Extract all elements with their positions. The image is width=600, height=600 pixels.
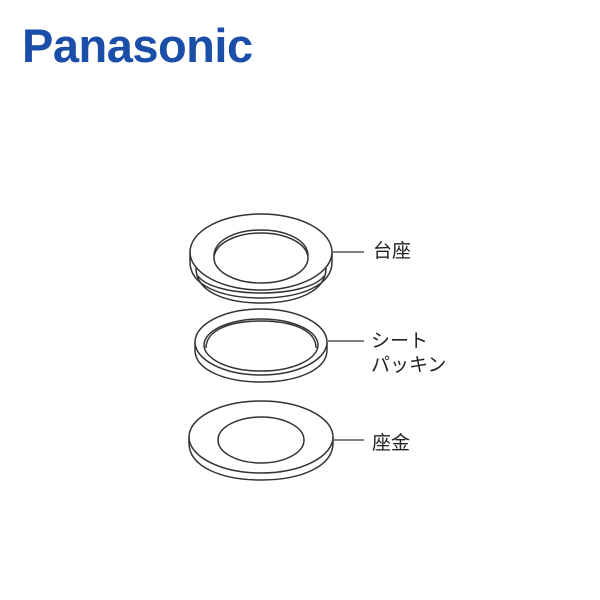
seat-packing-label-line-2: パッキン bbox=[371, 353, 447, 376]
base-label: 台座 bbox=[373, 240, 412, 262]
washer-label: 座金 bbox=[372, 432, 411, 454]
seat-packing-label-line-1: シート bbox=[371, 330, 429, 352]
panasonic-logo: Panasonic bbox=[22, 19, 253, 72]
seat-packing-ring bbox=[194, 308, 328, 383]
washer-ring bbox=[188, 400, 334, 481]
base-ring bbox=[189, 213, 333, 304]
seat-packing-label: シート パッキン bbox=[371, 330, 446, 378]
